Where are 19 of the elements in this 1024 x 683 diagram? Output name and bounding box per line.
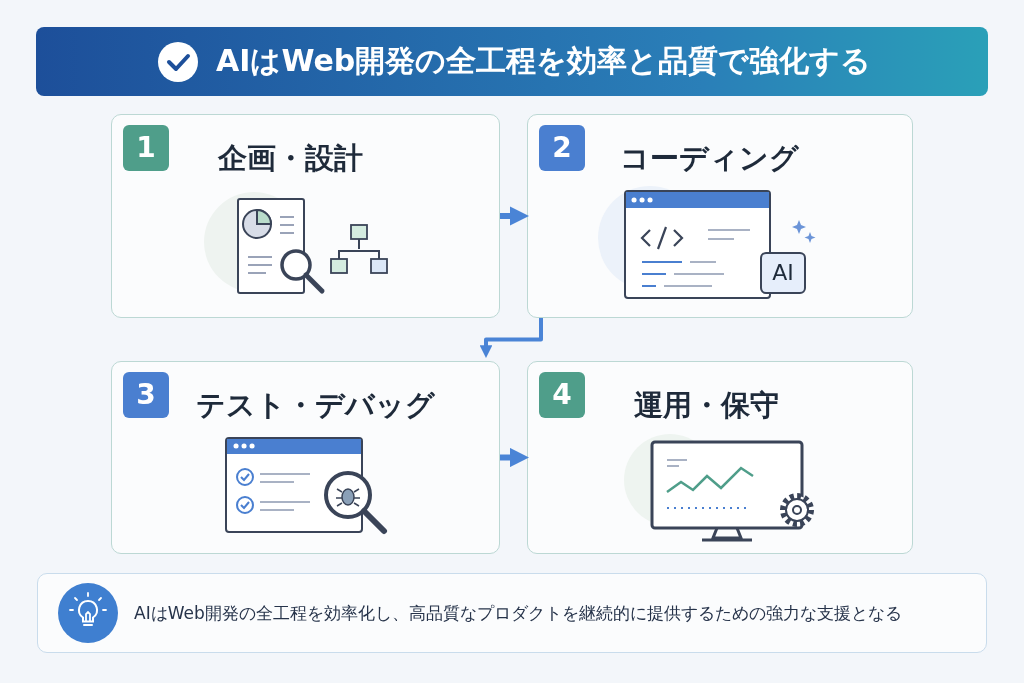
summary-box <box>37 573 987 653</box>
step-title: コーディング <box>620 140 799 177</box>
step-card <box>111 114 500 318</box>
arrow <box>479 318 543 359</box>
arrow <box>500 206 530 226</box>
ai-badge: AI <box>760 252 806 294</box>
step-number: 3 <box>123 372 169 418</box>
step-number: 1 <box>123 125 169 171</box>
step-title: 企画・設計 <box>218 140 363 177</box>
step-title: テスト・デバッグ <box>196 387 435 424</box>
step-number: 2 <box>539 125 585 171</box>
step-card <box>527 114 913 318</box>
title: AIはWeb開発の全工程を効率と品質で強化する <box>216 42 872 80</box>
arrow <box>500 447 530 468</box>
step-title: 運用・保守 <box>634 387 779 424</box>
summary-text: AIはWeb開発の全工程を効率化し、高品質なプロダクトを継続的に提供するための強力な支援となる <box>134 602 902 625</box>
step-card <box>111 361 500 554</box>
step-card <box>527 361 913 554</box>
step-number: 4 <box>539 372 585 418</box>
